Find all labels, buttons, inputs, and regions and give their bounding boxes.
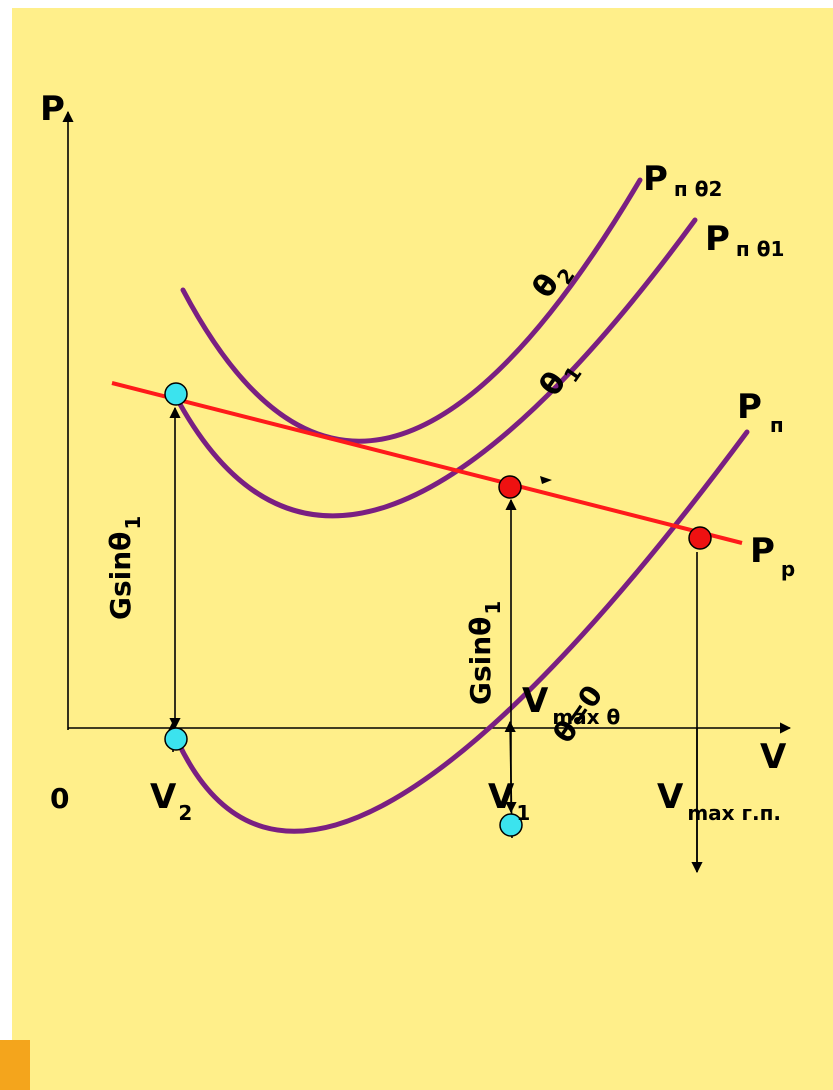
curve-p-level xyxy=(175,429,750,834)
label-gsin-mid: Gsinθ1 xyxy=(464,601,505,705)
point-red-right xyxy=(688,526,712,550)
label-gsin-left: Gsinθ1 xyxy=(104,516,145,620)
origin-label: 0 xyxy=(50,782,69,815)
curve-p-theta1 xyxy=(172,217,698,519)
small-arrow-marker xyxy=(540,476,552,484)
corner-decoration xyxy=(0,1040,30,1090)
point-cyan-bottom-left xyxy=(164,727,188,751)
point-red-middle xyxy=(498,475,522,499)
point-cyan-bottom-middle xyxy=(499,813,523,837)
line-p-p xyxy=(111,381,743,545)
curve-p-theta2 xyxy=(180,177,643,444)
x-axis-label: V xyxy=(760,737,787,777)
point-cyan-top-left xyxy=(164,382,188,406)
y-axis-label: P xyxy=(40,89,65,129)
